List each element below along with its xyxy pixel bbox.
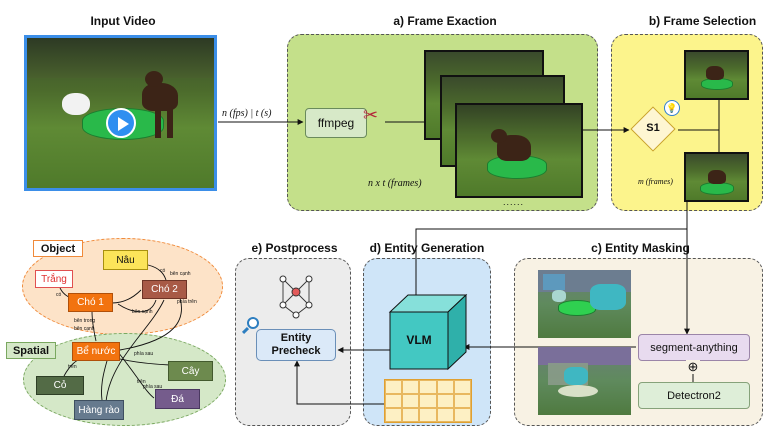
input-video-thumbnail[interactable] xyxy=(24,35,217,191)
selected-frame-2 xyxy=(684,152,749,202)
frame-extraction-title: a) Frame Exaction xyxy=(393,14,497,28)
entity-masking-title: c) Entity Masking xyxy=(591,241,690,255)
segment-anything-box: segment-anything xyxy=(638,334,750,361)
vlm-label: VLM xyxy=(406,333,432,347)
node-cho2: Chó 2 xyxy=(142,280,187,299)
scissors-icon: ✂ xyxy=(363,105,379,125)
edge-label-ben-canh-2: bên cạnh xyxy=(132,309,153,315)
node-da: Đá xyxy=(155,389,200,409)
node-be-nuoc: Bể nước xyxy=(72,342,120,361)
lightbulb-icon: 💡 xyxy=(664,100,680,116)
fps-label: n (fps) | t (s) xyxy=(222,108,272,119)
entity-generation-title: d) Entity Generation xyxy=(369,241,485,255)
node-trang: Trắng xyxy=(35,270,73,288)
postprocess-title: e) Postprocess xyxy=(251,241,338,255)
input-video-title: Input Video xyxy=(90,14,156,28)
masked-frame-1 xyxy=(538,270,631,338)
node-nau: Nâu xyxy=(103,250,148,270)
node-co: Cỏ xyxy=(36,376,84,395)
oplus-symbol: ⊕ xyxy=(686,359,700,374)
masked-frame-2 xyxy=(538,347,631,415)
node-cay: Cây xyxy=(168,361,213,381)
entity-precheck-label: Entity Precheck xyxy=(271,332,321,357)
entity-precheck-box: Entity Precheck xyxy=(256,329,336,361)
frames-count-label: n x t (frames) xyxy=(368,178,422,189)
edge-label-ben-canh-1: bên cạnh xyxy=(170,271,191,277)
ffmpeg-label: ffmpeg xyxy=(317,116,355,130)
detectron2-label: Detectron2 xyxy=(667,389,721,402)
frame-selection-title: b) Frame Selection xyxy=(648,14,757,28)
edge-label-phia-sau-2: phía sau xyxy=(143,384,163,390)
edge-label-tren: trên xyxy=(68,364,77,370)
node-cho1: Chó 1 xyxy=(68,293,113,312)
spatial-label: Spatial xyxy=(6,342,56,359)
node-hang-rao: Hàng rào xyxy=(74,400,124,420)
frames-ellipsis: ...... xyxy=(503,197,525,207)
s1-label: S1 xyxy=(646,122,660,134)
edge-label-phia-sau-1: phía sau xyxy=(134,351,154,357)
selected-frame-1 xyxy=(684,50,749,100)
ffmpeg-box: ffmpeg xyxy=(305,108,367,138)
magnifier-icon xyxy=(247,317,259,329)
object-label: Object xyxy=(33,240,83,257)
edge-label-ben-trong: bên trong xyxy=(74,318,96,324)
edge-label-co-nau: có xyxy=(160,268,166,274)
m-frames-label: m (frames) xyxy=(638,177,673,186)
edge-label-ben-canh-3: bên cạnh xyxy=(74,326,95,332)
arrow-selection-to-vlm xyxy=(413,228,687,313)
edge-label-tren-2: trên xyxy=(137,379,146,385)
detectron2-box: Detectron2 xyxy=(638,382,750,409)
output-table xyxy=(384,379,472,423)
play-button-icon[interactable] xyxy=(106,108,136,138)
arrow-table-to-precheck xyxy=(294,360,384,405)
segment-anything-label: segment-anything xyxy=(650,341,738,354)
edge-label-co-trang: có xyxy=(56,292,62,298)
extracted-frame-3 xyxy=(455,103,583,198)
edge-label-phia-tren: phía trên xyxy=(177,299,197,305)
